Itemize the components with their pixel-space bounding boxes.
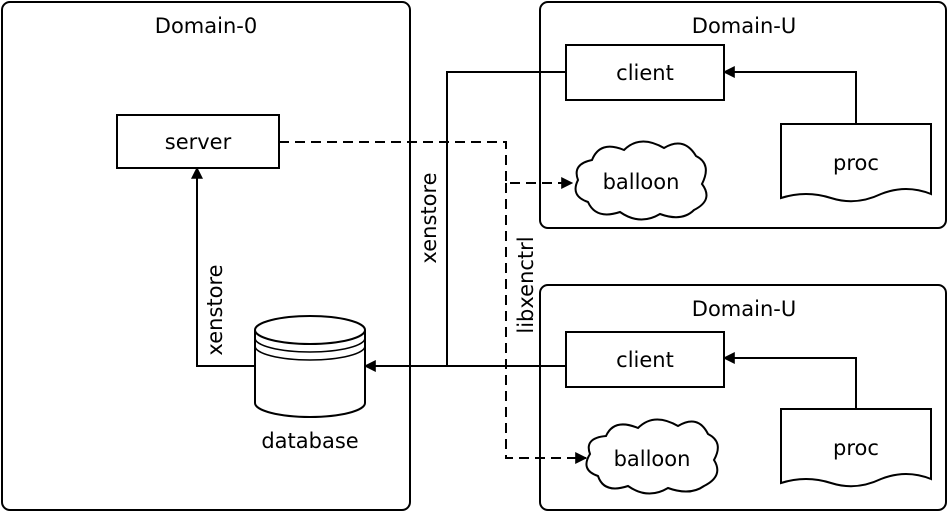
proc-top-label: proc [833, 151, 879, 175]
balloon-top-node: balloon [574, 140, 708, 221]
edge-label-libxenctrl: libxenctrl [514, 236, 538, 333]
edge-client-top-to-database [446, 71, 566, 366]
edge-label-xenstore-left: xenstore [203, 264, 227, 355]
client-bottom-label: client [616, 348, 674, 372]
edge-label-xenstore-middle: xenstore [417, 172, 441, 263]
cloud-shape [574, 140, 708, 221]
domain-u-bottom-title: Domain-U [692, 297, 796, 321]
edge-server-to-balloon-top [279, 141, 574, 189]
client-bottom-node: client [565, 331, 725, 388]
domain-u-top-title: Domain-U [692, 14, 796, 38]
cloud-shape [585, 418, 719, 495]
edge-proc-bottom-to-client-bottom [722, 352, 857, 409]
database-node: database [254, 315, 366, 453]
proc-bottom-node: proc [780, 408, 932, 488]
edge-proc-top-to-client-top [722, 66, 857, 124]
balloon-bottom-node: balloon [585, 418, 719, 495]
server-node: server [116, 114, 280, 169]
balloon-top-label: balloon [603, 170, 680, 194]
server-label: server [165, 130, 232, 154]
client-top-label: client [616, 61, 674, 85]
balloon-bottom-label: balloon [614, 447, 691, 471]
proc-bottom-label: proc [833, 436, 879, 460]
client-top-node: client [565, 44, 725, 101]
edge-server-to-balloon-bottom [505, 183, 588, 464]
domain-0-title: Domain-0 [155, 14, 257, 38]
proc-top-node: proc [780, 123, 932, 203]
edge-database-to-server [191, 166, 255, 367]
database-label: database [261, 429, 358, 453]
